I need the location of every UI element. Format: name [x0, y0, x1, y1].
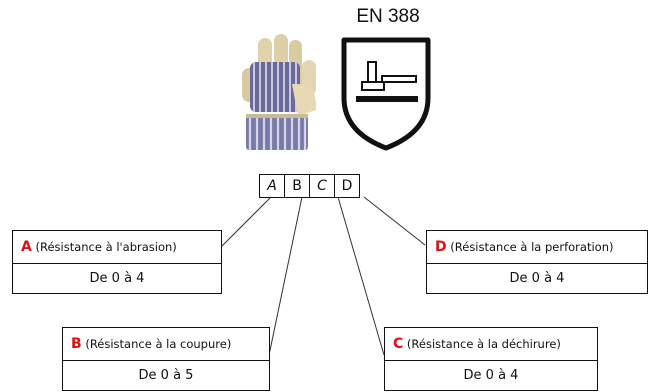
- code-letter-d: D: [341, 178, 353, 194]
- standard-title: EN 388: [356, 6, 420, 27]
- perforation-range: De 0 à 4: [509, 271, 565, 286]
- work-glove-icon: [242, 34, 317, 150]
- perforation-label: D (Résistance à la perforation): [427, 231, 647, 264]
- tear-label: C (Résistance à la déchirure): [385, 328, 597, 361]
- abrasion-label: A (Résistance à l'abrasion): [13, 231, 221, 264]
- cut-label: B (Résistance à la coupure): [63, 328, 269, 361]
- code-boxes: A B C D: [259, 174, 360, 198]
- code-letter-b: B: [285, 175, 310, 197]
- abrasion-range: De 0 à 4: [89, 271, 145, 286]
- hammer-shield-icon: [341, 37, 431, 151]
- cut-range: De 0 à 5: [138, 368, 194, 383]
- code-letter-c: C: [310, 175, 335, 197]
- perforation-box: D (Résistance à la perforation) De 0 à 4: [426, 230, 648, 294]
- abrasion-box: A (Résistance à l'abrasion) De 0 à 4: [12, 230, 222, 294]
- tear-box: C (Résistance à la déchirure) De 0 à 4: [384, 327, 598, 391]
- tear-range: De 0 à 4: [463, 368, 519, 383]
- code-letter-a: A: [260, 175, 285, 197]
- cut-box: B (Résistance à la coupure) De 0 à 5: [62, 327, 270, 391]
